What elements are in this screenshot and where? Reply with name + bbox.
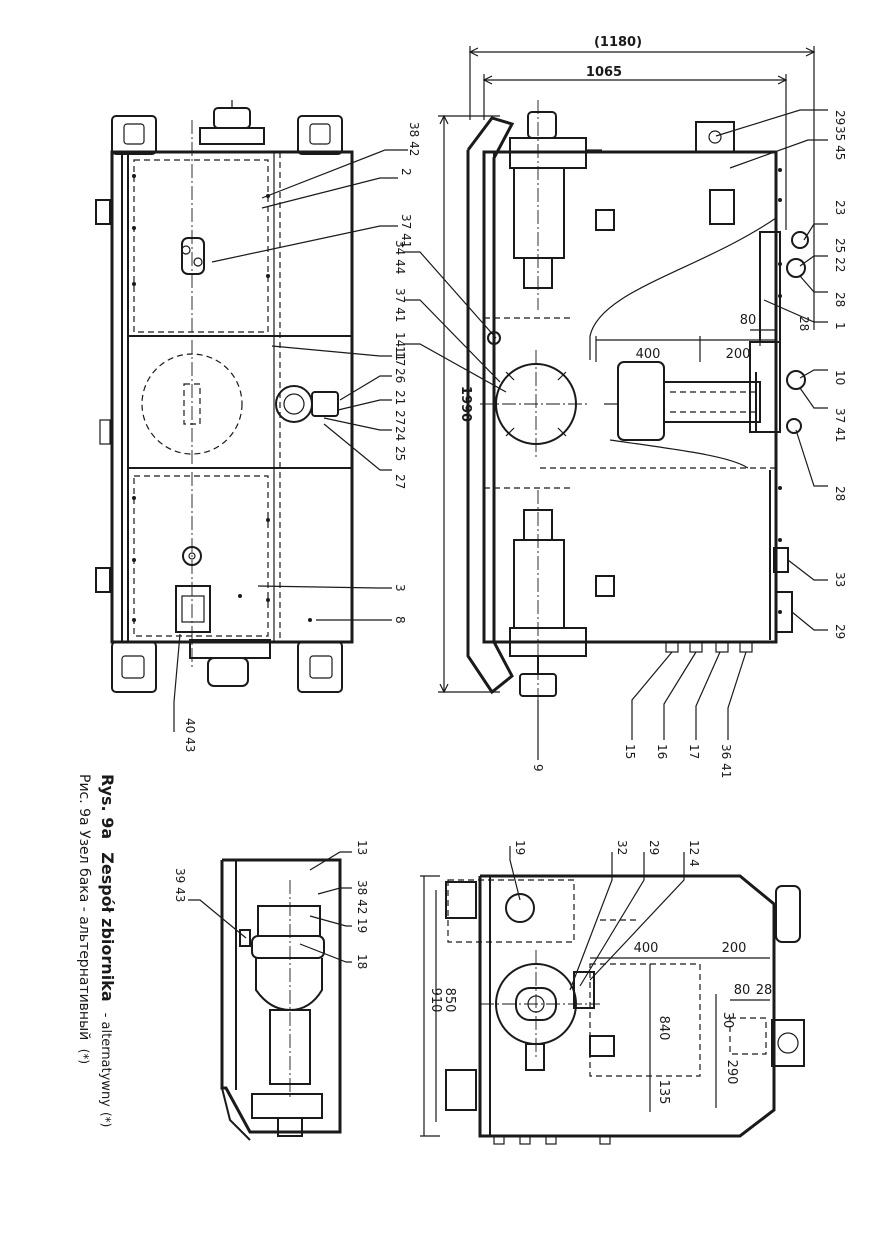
side-view: [404, 46, 828, 760]
callout-18: 18: [355, 954, 369, 969]
manhole-hidden-circle: [141, 353, 243, 455]
caption-fig-number: Rys. 9a: [98, 774, 117, 839]
figure-caption: Rys. 9a Zespół zbiornika - alternatywny …: [76, 774, 117, 1127]
callout-29c: 29: [647, 840, 661, 855]
callout-2: 2: [399, 168, 413, 176]
dim-length-1990: 1990: [458, 386, 473, 422]
callout-21: 21: [393, 390, 407, 405]
callout-25: 25: [393, 446, 407, 461]
callout-27a: 27: [393, 410, 407, 425]
mount-foot: [297, 641, 343, 693]
callout-26: 26: [393, 368, 407, 383]
callout-38-42a: 38 42: [407, 122, 421, 156]
caption-mark-2: (*): [77, 1049, 91, 1064]
caption-russian: Рис. 9а Узел бака - альтернативный: [76, 774, 92, 1040]
caption-line-1: Rys. 9a Zespół zbiornika - alternatywny …: [98, 774, 117, 1127]
callout-39-43: 39 43: [173, 868, 187, 902]
caption-tail: - alternatywny: [98, 1013, 113, 1107]
caption-line-2: Рис. 9а Узел бака - альтернативный (*): [76, 774, 92, 1064]
callout-labels: 29 35 45 23 25 22 28 1 28 10 37 41 28 33…: [173, 110, 847, 969]
end-view: [420, 846, 805, 1145]
callout-29b: 29: [833, 624, 847, 639]
callout-19b: 19: [355, 918, 369, 933]
callout-28c: 28: [833, 486, 847, 501]
callout-37-41b: 37 41: [393, 288, 407, 322]
dim-30: 30: [720, 1012, 735, 1029]
plan-view: [95, 100, 408, 732]
callout-33: 33: [833, 572, 847, 587]
dim-910: 910: [428, 988, 443, 1013]
dim-200b: 200: [722, 941, 747, 956]
callout-35-45: 35 45: [833, 126, 847, 160]
dim-28b: 28: [756, 983, 773, 998]
callout-36-41: 36 41: [719, 744, 733, 778]
callout-37-41a: 37 41: [833, 408, 847, 442]
caption-title: Zespół zbiornika: [98, 852, 117, 1001]
dim-290: 290: [724, 1060, 739, 1085]
callout-9: 9: [531, 764, 545, 772]
mount-foot: [111, 641, 157, 693]
callout-12-4: 12 4: [687, 840, 701, 867]
callout-15: 15: [623, 744, 637, 759]
callout-1: 1: [833, 322, 847, 330]
callout-16: 16: [655, 744, 669, 759]
mount-foot: [111, 115, 157, 155]
callout-38-42b: 38 42: [355, 880, 369, 914]
callout-32: 32: [615, 840, 629, 855]
dim-200a: 200: [726, 347, 751, 362]
dim-80a: 80: [740, 313, 757, 328]
dim-80b: 80: [734, 983, 751, 998]
callout-14-17: 14 17: [393, 332, 407, 366]
callout-10: 10: [833, 370, 847, 385]
tank-body-side: [482, 150, 778, 644]
dim-width-1065: 1065: [586, 65, 622, 80]
dim-840: 840: [656, 1016, 671, 1041]
callout-34-44: 34 44: [393, 240, 407, 274]
callout-17: 17: [687, 744, 701, 759]
callout-40-43: 40 43: [183, 718, 197, 752]
callout-29a: 29: [833, 110, 847, 125]
callout-28b: 28: [797, 316, 811, 331]
callout-19a: 19: [513, 840, 527, 855]
callout-23: 23: [833, 200, 847, 215]
callout-8: 8: [393, 616, 407, 624]
side-valve: [275, 385, 313, 423]
callout-11: 11: [393, 346, 407, 361]
dimension-labels: (1180) 1065 1990 400 200 80 400 200 80 2…: [428, 35, 772, 1104]
dim-400a: 400: [636, 347, 661, 362]
dim-400b: 400: [634, 941, 659, 956]
callout-13: 13: [355, 840, 369, 855]
dim-850: 850: [442, 988, 457, 1013]
callout-25-22: 25 22: [833, 238, 847, 272]
dim-135: 135: [656, 1080, 671, 1105]
callout-37-41c: 37 41: [399, 214, 413, 248]
tank-body-plan: [110, 150, 354, 644]
callout-3: 3: [393, 584, 407, 592]
section-view: [188, 851, 352, 1141]
callout-28a: 28: [833, 292, 847, 307]
mount-foot: [297, 115, 343, 155]
caption-mark-1: (*): [99, 1112, 113, 1127]
callout-27b: 27: [393, 474, 407, 489]
callout-24: 24: [393, 426, 407, 441]
dim-overall-width: (1180): [594, 35, 642, 50]
